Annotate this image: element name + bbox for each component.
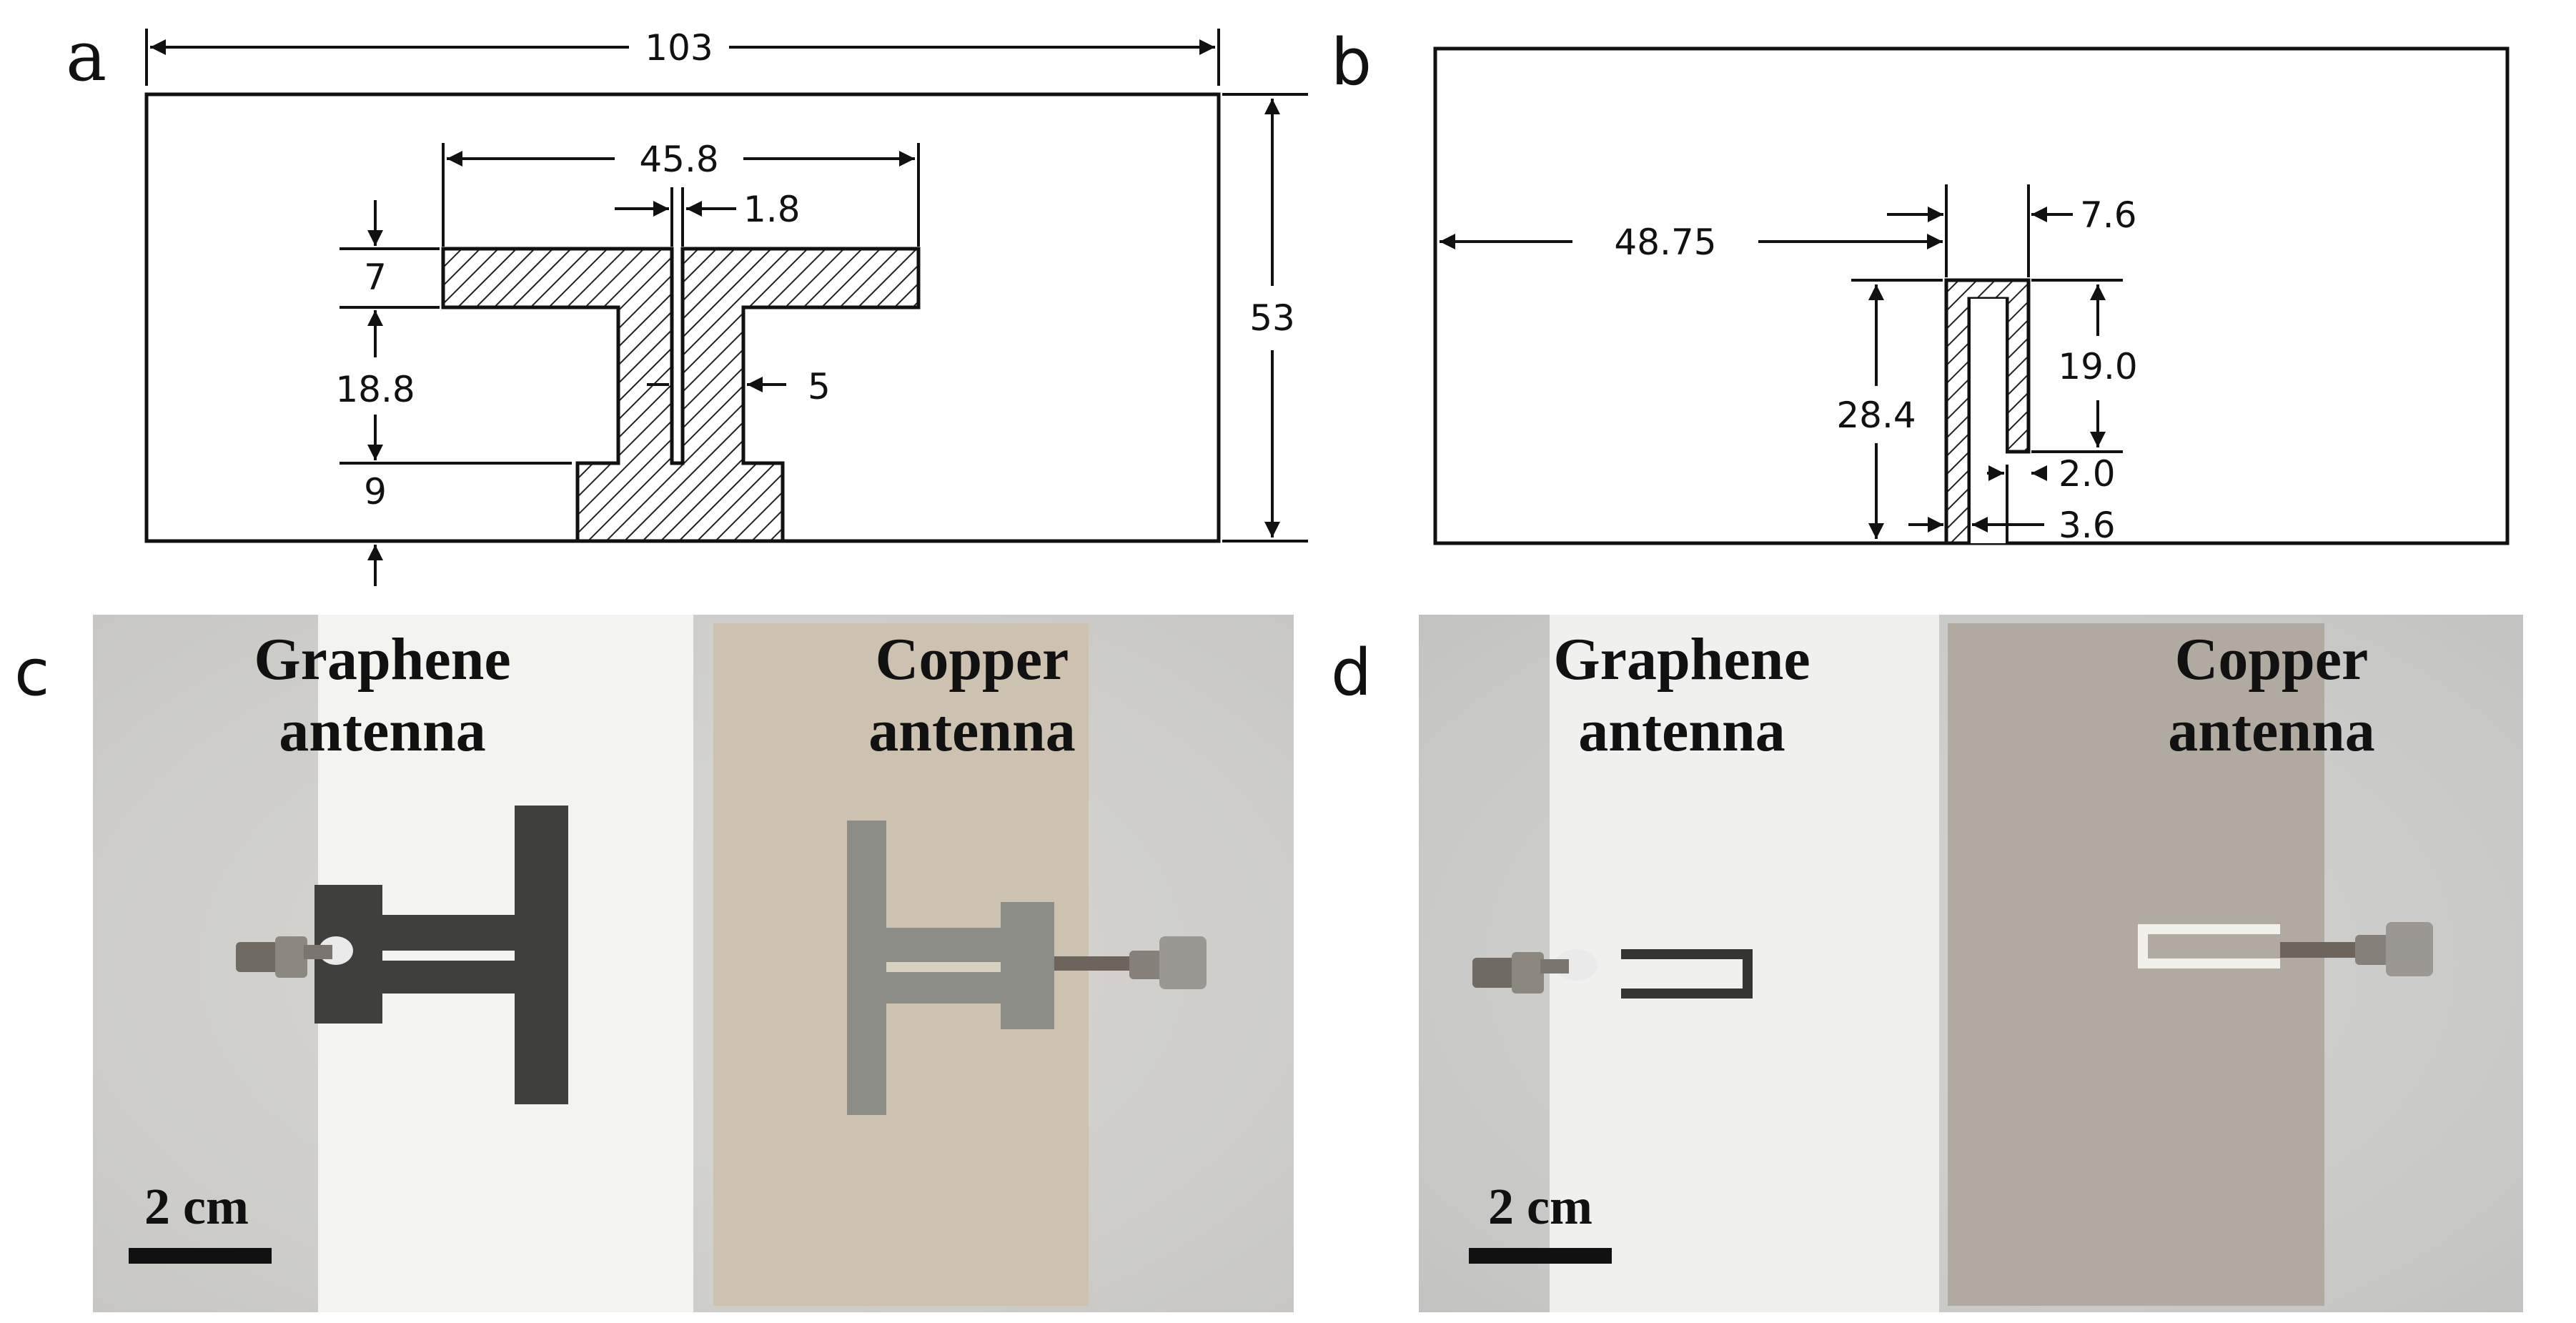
scale-bar-d bbox=[1469, 1248, 1612, 1264]
dim-height: 53 bbox=[1249, 297, 1295, 339]
dim-width: 7.6 bbox=[2080, 194, 2137, 236]
scale-label-d: 2 cm bbox=[1488, 1178, 1592, 1235]
scale-bar-c bbox=[129, 1248, 272, 1264]
graphene-label-d-line2: antenna bbox=[1578, 698, 1785, 764]
panel-a: a 103 53 45.8 1.8 7 bbox=[66, 16, 1308, 586]
dim-stem-length: 18.8 bbox=[335, 369, 415, 410]
dim-total-width: 103 bbox=[645, 27, 713, 69]
copper-label-d-line2: antenna bbox=[2168, 698, 2374, 764]
sma-connector-d-left bbox=[1472, 949, 1597, 994]
t-antenna-shape bbox=[441, 247, 921, 543]
dim-top-bar-thickness: 7 bbox=[364, 257, 387, 298]
u-antenna-shape bbox=[1944, 278, 2031, 545]
panel-letter-d: d bbox=[1331, 635, 1372, 710]
panel-c: c Graphene antenna Copper antenna bbox=[14, 615, 1294, 1312]
copper-label-c-line2: antenna bbox=[868, 698, 1075, 764]
dim-height: 28.4 bbox=[1836, 395, 1916, 436]
dim-stem-width: 5 bbox=[808, 366, 831, 407]
panel-d: d Graphene antenna Copper antenna 2 cm bbox=[1331, 615, 2523, 1312]
dim-gap: 2.0 bbox=[2059, 453, 2116, 495]
sma-connector-c-left bbox=[236, 936, 353, 978]
graphene-label-c-line1: Graphene bbox=[254, 626, 510, 693]
graphene-label-d-line1: Graphene bbox=[1553, 626, 1810, 693]
copper-label-d-line1: Copper bbox=[2175, 626, 2369, 693]
scale-label-c: 2 cm bbox=[144, 1178, 249, 1235]
panel-letter-b: b bbox=[1331, 25, 1372, 100]
dim-feed-height: 9 bbox=[364, 471, 387, 512]
graphene-label-c-line2: antenna bbox=[279, 698, 485, 764]
dim-slot-length: 19.0 bbox=[2058, 346, 2137, 387]
copper-antenna-d bbox=[2138, 924, 2280, 968]
panel-letter-c: c bbox=[14, 635, 49, 710]
copper-label-c-line1: Copper bbox=[876, 626, 1069, 693]
panel-b: b 48.75 7.6 28.4 19.0 2.0 3. bbox=[1331, 25, 2510, 546]
panel-letter-a: a bbox=[66, 16, 106, 96]
graphene-antenna-d bbox=[1621, 949, 1753, 999]
dim-offset: 48.75 bbox=[1614, 222, 1716, 263]
sma-connector-d-right bbox=[2280, 922, 2433, 976]
dim-slot-width: 1.8 bbox=[743, 189, 801, 230]
dim-feed-width: 3.6 bbox=[2059, 505, 2116, 546]
dim-top-bar-width: 45.8 bbox=[639, 139, 718, 180]
sma-connector-c-right bbox=[1054, 936, 1207, 989]
